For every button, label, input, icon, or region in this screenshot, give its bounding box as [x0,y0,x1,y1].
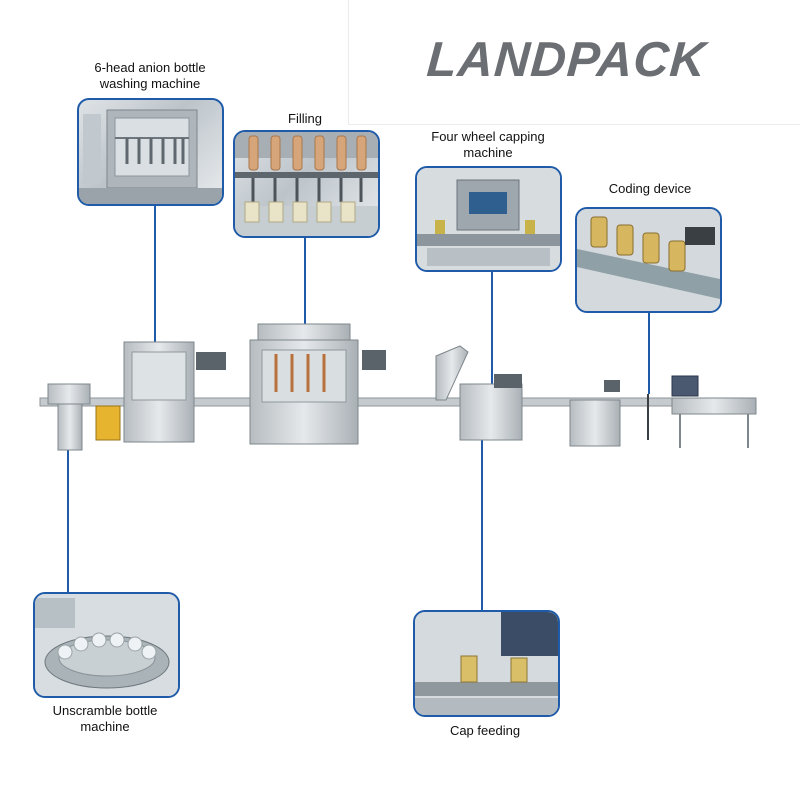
cap-feeding-label: Cap feeding [449,723,521,738]
filling-connector [304,234,306,330]
capping-label: Four wheel capping machine [408,129,568,161]
washing-machine-illustration [79,109,222,204]
logo-area: LANDPACK [348,0,800,125]
coding-machine [569,375,699,447]
cap-feeding-illustration [415,612,558,715]
washing-label-line2: washing machine [99,76,201,91]
unscramble-label: Unscramble bottle machine [30,703,180,735]
unscrambler-illustration [35,594,178,696]
washing-connector [154,202,156,360]
unscramble-photo [33,592,180,698]
unscramble-label-line1: Unscramble bottle [52,703,158,718]
cap-feeding-connector [481,384,483,610]
washing-photo [77,98,224,206]
unscrambler-machine [47,383,121,451]
washing-label-line1: 6-head anion bottle [94,60,206,75]
unscramble-label-line2: machine [80,719,130,734]
coding-label: Coding device [608,181,692,196]
washing-label: 6-head anion bottle washing machine [70,60,230,92]
capping-photo [415,166,562,272]
filling-photo [233,130,380,238]
exit-table [671,397,757,448]
unscramble-connector [67,450,69,592]
coding-connector [648,309,650,394]
filling-label: Filling [288,111,322,126]
coding-photo [575,207,722,313]
filling-nozzles-illustration [235,132,378,236]
washing-machine [123,341,226,443]
capping-machine [435,345,523,441]
capping-connector [491,268,493,386]
capping-label-line2: machine [463,145,513,160]
filling-machine [249,323,386,445]
cap-feeding-photo [413,610,560,717]
capping-label-line1: Four wheel capping [431,129,545,144]
coding-device-illustration [577,209,720,311]
capping-machine-illustration [417,168,560,270]
